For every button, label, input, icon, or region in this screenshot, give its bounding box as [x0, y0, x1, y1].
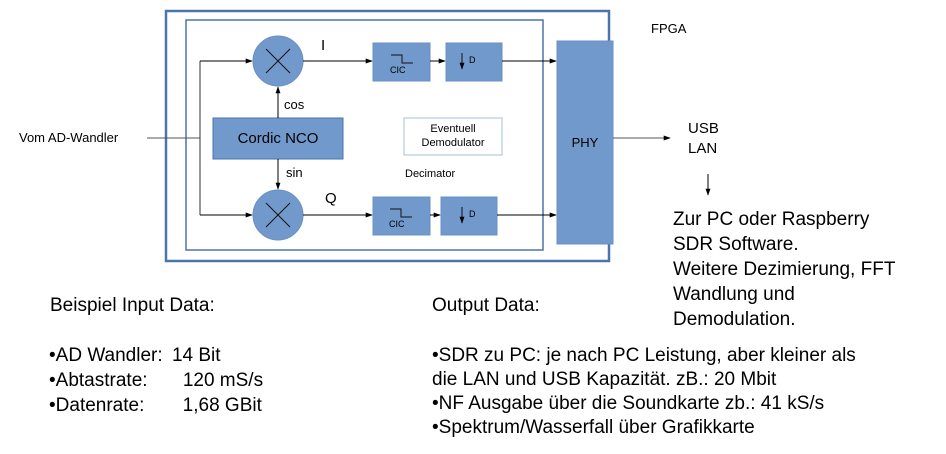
downsample-label-i: D [469, 55, 476, 65]
output-data-item: die LAN und USB Kapazität. zB.: 20 Mbit [432, 369, 777, 390]
pc-description: Zur PC oder Raspberry SDR Software. Weit… [673, 207, 895, 332]
step-icon [390, 208, 412, 218]
input-data-item: •AD Wandler: 14 Bit [49, 343, 263, 368]
cic-label-i: CIC [390, 65, 406, 75]
step-icon [391, 54, 413, 64]
demodulator-block [403, 117, 503, 156]
cos-label: cos [284, 97, 305, 112]
item-label: •AD Wandler: [49, 345, 163, 366]
input-data-item: •Datenrate: 1,68 GBit [49, 393, 263, 418]
pc-description-line: Weitere Dezimierung, FFT [673, 259, 896, 280]
pc-description-line: Demodulation. [673, 309, 796, 330]
usb-label: USB [688, 120, 719, 137]
downsample-block-i [445, 42, 503, 82]
sin-label: sin [286, 165, 303, 180]
dsp-frame [185, 19, 544, 251]
q-signal-label: Q [325, 190, 337, 207]
pc-description-line: Wandlung und [673, 284, 795, 305]
item-label: •Datenrate: [49, 395, 145, 416]
output-interfaces: USB LAN [688, 119, 719, 159]
input-data-item: •Abtastrate: 120 mS/s [49, 368, 263, 393]
input-data-title: Beispiel Input Data: [50, 295, 215, 316]
mixer-q [252, 189, 304, 241]
item-value: 14 Bit [171, 345, 221, 366]
i-signal-label: I [321, 37, 326, 54]
phy-label: PHY [571, 134, 599, 150]
cordic-nco-block [212, 117, 344, 160]
demodulator-label: Eventuell Demodulator [404, 118, 502, 155]
pc-description-line: SDR Software. [673, 234, 799, 255]
decimator-label: Decimator [405, 168, 456, 180]
output-data-item: •Spektrum/Wasserfall über Grafikkarte [432, 417, 755, 438]
item-label: •Abtastrate: [49, 370, 148, 391]
downsample-block-q [440, 196, 498, 236]
downsample-label-q: D [469, 209, 476, 219]
phy-block [556, 40, 614, 245]
input-label: Vom AD-Wandler [19, 130, 119, 145]
output-data-item: •SDR zu PC: je nach PC Leistung, aber kl… [432, 345, 856, 366]
output-data-title: Output Data: [432, 295, 540, 316]
item-value: 120 mS/s [182, 370, 264, 391]
pc-description-line: Zur PC oder Raspberry [673, 209, 870, 230]
demodulator-label-line: Demodulator [421, 136, 485, 149]
fpga-label: FPGA [651, 21, 687, 36]
input-data-list: •AD Wandler: 14 Bit •Abtastrate: 120 mS/… [49, 343, 263, 418]
output-data-list: •SDR zu PC: je nach PC Leistung, aber kl… [432, 344, 856, 440]
lan-label: LAN [688, 140, 718, 157]
cordic-nco-label: Cordic NCO [237, 130, 319, 147]
mixer-i [252, 35, 304, 87]
demodulator-label-line: Eventuell [430, 123, 476, 136]
item-value: 1,68 GBit [182, 395, 262, 416]
cic-label-q: CIC [389, 219, 405, 229]
output-data-item: •NF Ausgabe über die Soundkarte zb.: 41 … [432, 393, 825, 414]
